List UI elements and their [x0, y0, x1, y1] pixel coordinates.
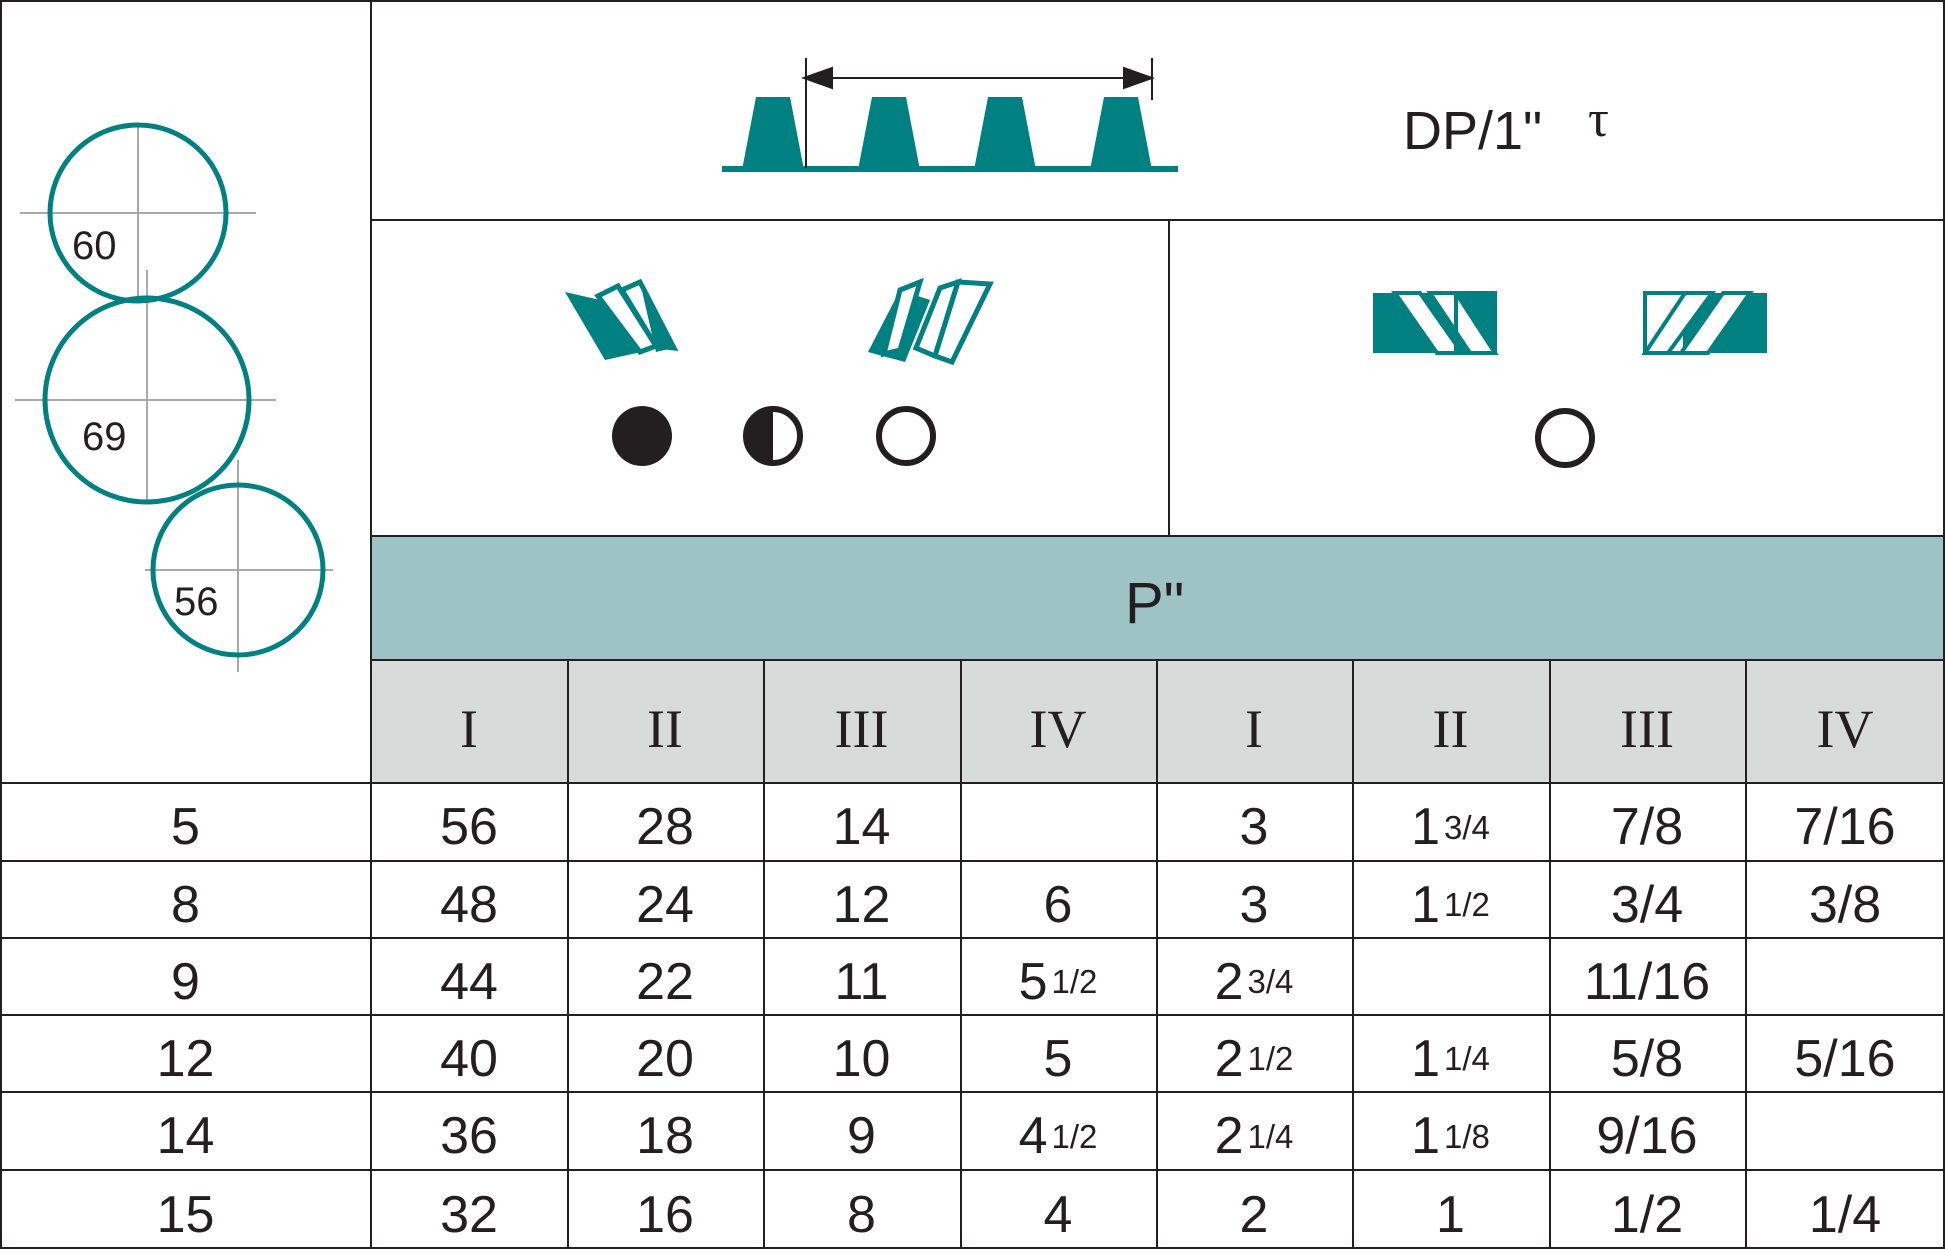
- table-cell: [1352, 943, 1549, 1020]
- half-dot-icon: [743, 406, 803, 466]
- dp-value: 9: [171, 952, 200, 1011]
- helix-icons: [565, 277, 1767, 468]
- table-cell: 48: [440, 875, 498, 934]
- tau-symbol: τ: [1588, 91, 1609, 148]
- column-header-6: II: [1432, 699, 1469, 759]
- circles-diagram: [15, 122, 333, 672]
- helical-right-hand-icon: [868, 277, 994, 366]
- p-label: P": [1125, 571, 1185, 636]
- table-cell: 24: [636, 875, 694, 934]
- p-header-band: [371, 536, 1945, 660]
- table-cell: 7/8: [1610, 798, 1684, 856]
- circle-label-69: 69: [82, 415, 127, 459]
- circle-56: [150, 482, 326, 658]
- table-cell: 11/16: [1583, 952, 1711, 1011]
- column-header-8: IV: [1816, 699, 1874, 759]
- gear-teeth-profile-icon: [722, 58, 1178, 172]
- column-header-4: IV: [1029, 699, 1087, 759]
- circle-60: [47, 122, 229, 304]
- empty-dot-icon: [876, 406, 936, 466]
- table-cell: 32: [440, 1186, 498, 1244]
- straight-rack-left-icon: [1373, 291, 1499, 355]
- dp-label: DP/1": [1403, 101, 1543, 161]
- table-cell: 22: [636, 952, 694, 1011]
- table-cell: 18: [636, 1107, 694, 1165]
- column-header-7: III: [1620, 699, 1674, 759]
- table-cell: 1/4: [1808, 1186, 1882, 1244]
- dp-value: 12: [156, 1029, 215, 1088]
- table-cell: 3/8: [1808, 875, 1882, 934]
- table-cell: 9: [847, 1107, 876, 1165]
- table-cell: 12: [832, 875, 891, 934]
- table-cell: 16: [636, 1186, 694, 1244]
- dp-value: 8: [171, 875, 200, 934]
- table-cell: 8: [847, 1186, 876, 1244]
- circle-label-60: 60: [72, 224, 117, 268]
- straight-rack-right-icon: [1641, 291, 1767, 355]
- dp-value: 5: [171, 798, 200, 856]
- table-cell: 14: [832, 798, 891, 856]
- table-cell: 3: [1239, 875, 1269, 934]
- full-dot-icon: [612, 406, 672, 466]
- table-cell: 40: [440, 1029, 498, 1088]
- table-cell: 11: [834, 952, 889, 1011]
- column-header-3: III: [834, 699, 889, 759]
- table-cell: 5: [1043, 1029, 1073, 1088]
- table-cell: 28: [636, 798, 694, 856]
- table-cell: 3/4: [1610, 875, 1684, 934]
- column-header-1: I: [460, 699, 478, 759]
- column-header-2: II: [647, 699, 683, 759]
- table-cell: 1: [1436, 1186, 1465, 1244]
- table-cell: 36: [440, 1107, 498, 1165]
- table-cell: 2: [1239, 1186, 1269, 1244]
- table-cell: [960, 788, 1156, 866]
- circle-69: [42, 295, 252, 505]
- table-cell: 6: [1043, 875, 1073, 934]
- table-cell: 5/16: [1794, 1029, 1896, 1088]
- table-cell: 4: [1043, 1186, 1073, 1244]
- table-cell: 10: [832, 1029, 891, 1088]
- table-cell: 20: [636, 1029, 694, 1088]
- table-cell: 5/8: [1610, 1029, 1684, 1088]
- empty-dot-right-icon: [1535, 408, 1595, 468]
- column-header-band: [371, 660, 1945, 782]
- table-cell: 7/16: [1794, 798, 1896, 856]
- helical-left-hand-icon: [565, 278, 679, 360]
- table-cell: 44: [440, 952, 498, 1011]
- table-cell: 1/2: [1610, 1186, 1684, 1244]
- table-cell: [1745, 943, 1945, 1020]
- table-cell: 56: [440, 798, 498, 856]
- dp-value: 15: [156, 1186, 215, 1244]
- table-cell: [1745, 1097, 1945, 1175]
- circle-label-56: 56: [174, 580, 219, 624]
- table-cell: 9/16: [1596, 1107, 1698, 1165]
- table-cell: 3: [1239, 798, 1269, 856]
- dp-value: 14: [156, 1107, 215, 1165]
- column-header-5: I: [1245, 699, 1263, 759]
